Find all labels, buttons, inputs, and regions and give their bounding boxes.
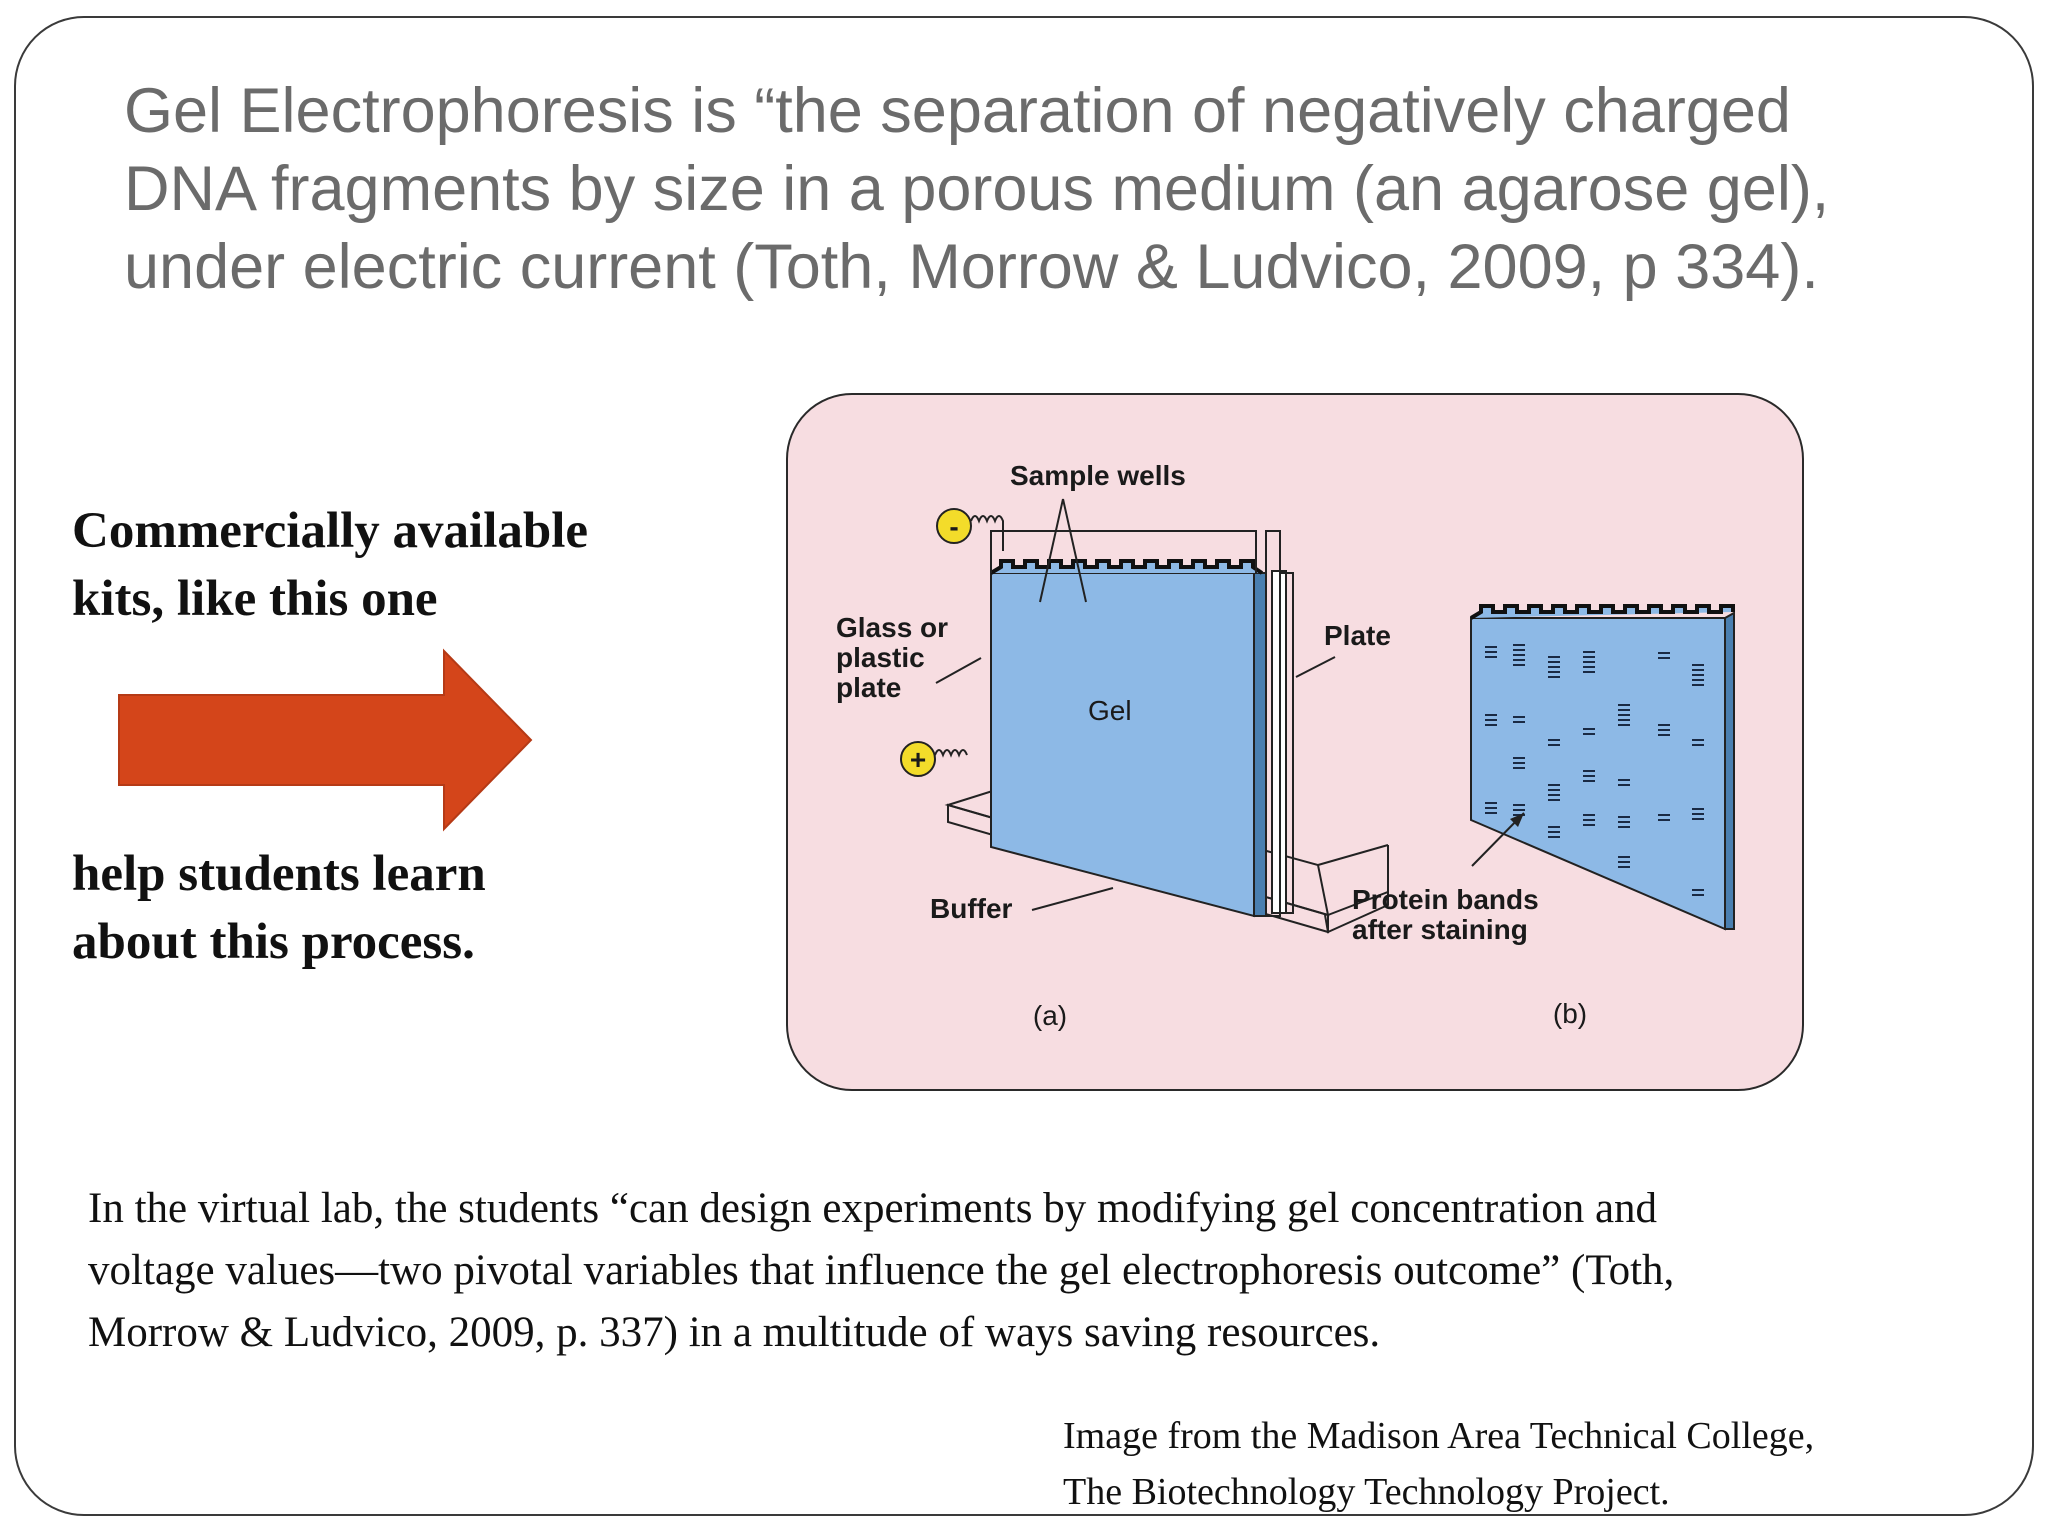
image-credit: Image from the Madison Area Technical Co… [1063,1408,1963,1520]
glass-plate-pointer [935,657,982,684]
stained-gel [1469,604,1735,931]
positive-electrode-icon [900,741,968,777]
process-caption-line: help students learn [72,846,486,902]
label-sample-wells: Sample wells [1010,460,1186,491]
negative-electrode-icon [936,508,1004,551]
sample-wells-pointer [1039,498,1087,603]
positive-sign: + [910,744,926,775]
label-protein-bands-2: after staining [1352,914,1528,945]
process-caption: help students learn about this process. [72,840,692,976]
right-arrow-icon [118,648,533,832]
electrophoresis-diagram: - + Sample wells Glass or plastic plate … [786,393,1804,1091]
title-line: DNA fragments by size in a porous medium… [124,154,1830,224]
protein-bands-arrowhead [1510,813,1524,827]
body-line: In the virtual lab, the students “can de… [88,1185,1658,1232]
body-line: Morrow & Ludvico, 2009, p. 337) in a mul… [88,1309,1381,1356]
diagram-svg: - + Sample wells Glass or plastic plate … [836,460,1735,1031]
buffer-pointer [1031,887,1114,911]
label-gel: Gel [1088,695,1132,726]
title-line: under electric current (Toth, Morrow & L… [124,232,1819,302]
kits-caption: Commercially available kits, like this o… [72,497,692,633]
kits-caption-line: Commercially available [72,503,589,559]
label-glass-plate-3: plate [836,672,901,703]
body-paragraph: In the virtual lab, the students “can de… [88,1178,1948,1364]
glass-plates [990,530,1294,917]
label-glass-plate-1: Glass or [836,612,948,643]
label-plate: Plate [1324,620,1391,651]
negative-sign: - [949,511,958,542]
body-line: voltage values—two pivotal variables tha… [88,1247,1675,1294]
label-glass-plate-2: plastic [836,642,925,673]
plate-pointer [1295,656,1336,678]
credit-line: Image from the Madison Area Technical Co… [1063,1415,1815,1457]
label-protein-bands-1: Protein bands [1352,884,1539,915]
slide-title: Gel Electrophoresis is “the separation o… [124,72,1964,306]
title-line: Gel Electrophoresis is “the separation o… [124,76,1791,146]
label-panel-a: (a) [1033,1000,1067,1031]
kits-caption-line: kits, like this one [72,571,438,627]
label-panel-b: (b) [1553,998,1587,1029]
credit-line: The Biotechnology Technology Project. [1063,1471,1670,1513]
process-caption-line: about this process. [72,914,475,970]
gel-slab [989,559,1267,918]
label-buffer: Buffer [930,893,1013,924]
